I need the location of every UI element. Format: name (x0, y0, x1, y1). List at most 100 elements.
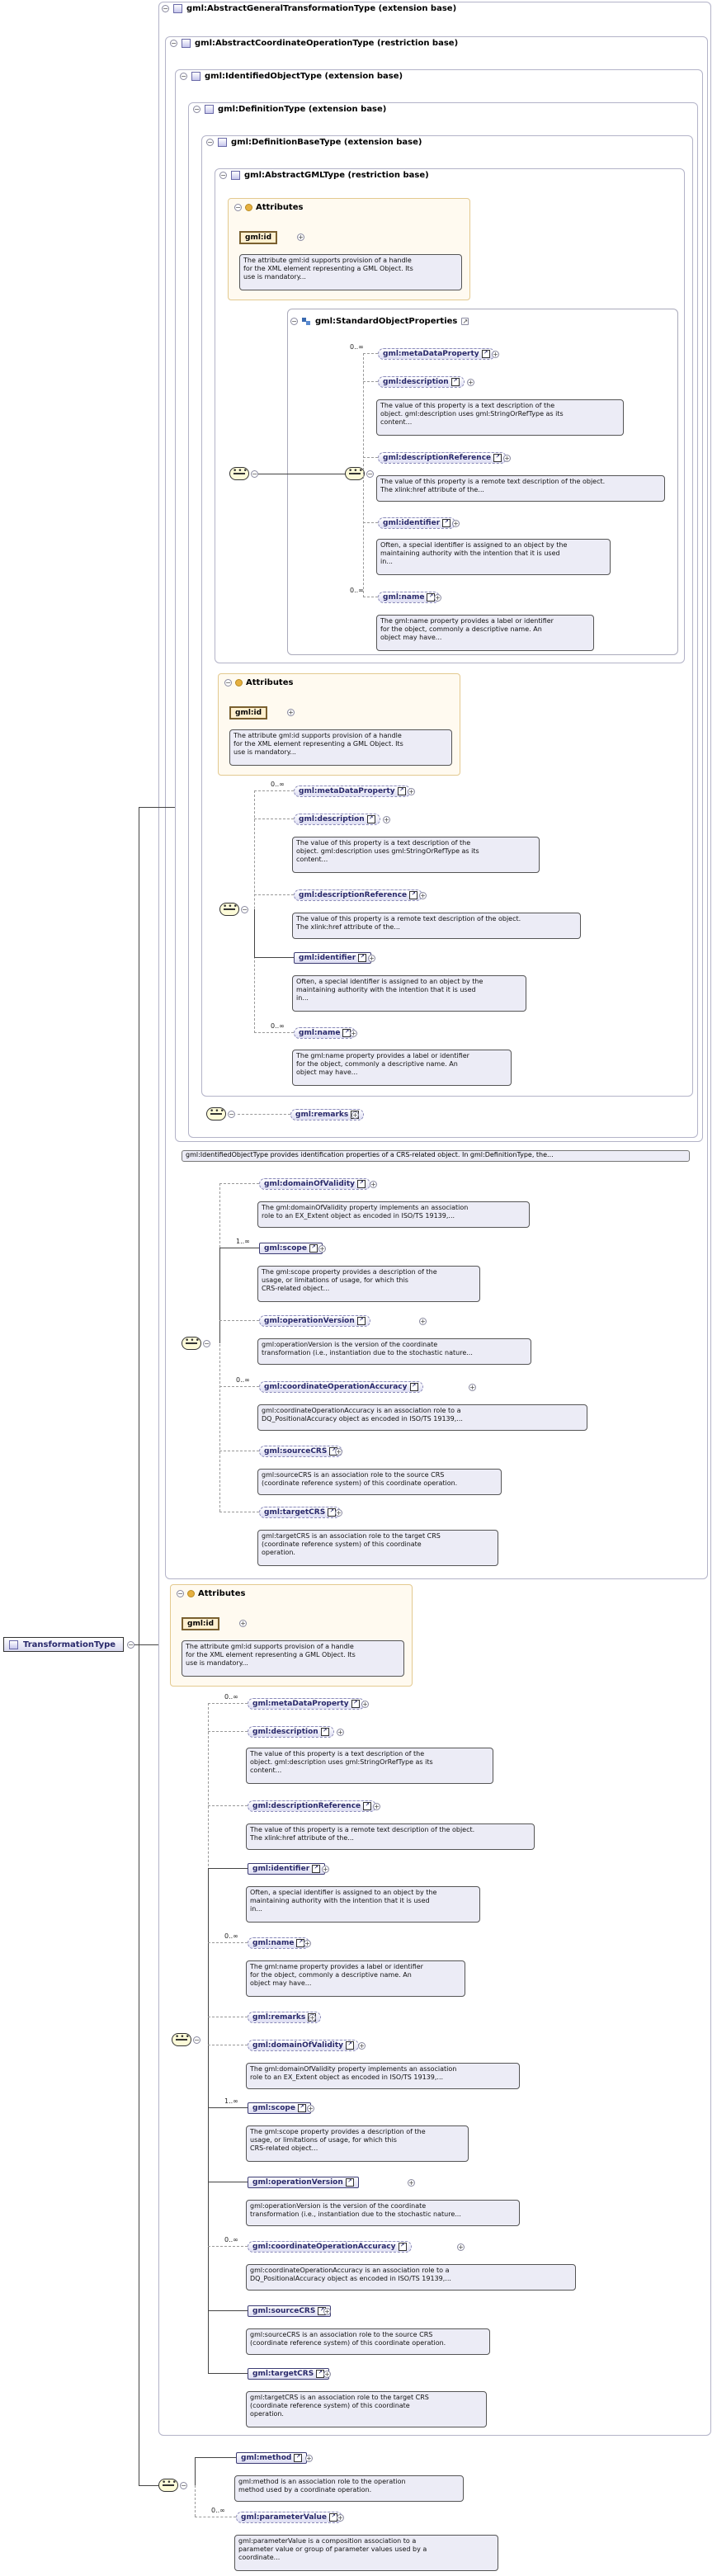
element-scope[interactable]: gml:scope↗ (248, 2102, 311, 2114)
collapse-icon[interactable]: − (206, 139, 214, 146)
collapse-icon[interactable]: − (170, 40, 177, 47)
sequence-compositor-icon[interactable] (229, 467, 249, 480)
element-coordinateoperationaccuracy[interactable]: gml:coordinateOperationAccuracy↗ (259, 1381, 423, 1393)
collapse-icon[interactable]: − (366, 470, 374, 478)
expand-icon[interactable]: + (370, 1181, 377, 1188)
expand-icon[interactable]: + (287, 709, 295, 716)
expand-icon[interactable]: + (337, 2514, 344, 2522)
expand-icon[interactable]: + (383, 816, 390, 823)
element-identifier[interactable]: gml:identifier↗ (378, 517, 456, 529)
gml-id-attribute[interactable]: gml:id (239, 231, 278, 244)
element-descriptionreference[interactable]: gml:descriptionReference↗ (378, 452, 507, 464)
element-coordinateoperationaccuracy[interactable]: gml:coordinateOperationAccuracy↗ (248, 2241, 412, 2253)
element-method[interactable]: gml:method↗ (236, 2452, 308, 2464)
element-descriptionreference[interactable]: gml:descriptionReference↗ (294, 889, 423, 901)
header-abstract-gml[interactable]: −gml:AbstractGMLType (restriction base) (219, 171, 429, 180)
header-definition-base[interactable]: −gml:DefinitionBaseType (extension base) (206, 138, 422, 147)
expand-icon[interactable]: + (351, 1111, 359, 1119)
collapse-icon[interactable]: − (290, 318, 298, 325)
collapse-icon[interactable]: − (241, 906, 248, 913)
attributes-header[interactable]: −Attributes (234, 203, 304, 212)
element-description[interactable]: gml:description↗ (248, 1726, 334, 1738)
expand-icon[interactable]: + (358, 2042, 366, 2050)
expand-icon[interactable]: + (337, 1729, 344, 1736)
expand-icon[interactable]: + (323, 2371, 331, 2378)
root-transformationtype[interactable]: TransformationType (3, 1637, 124, 1652)
expand-icon[interactable]: + (503, 455, 511, 462)
collapse-icon[interactable]: − (162, 5, 169, 12)
expand-icon[interactable]: + (239, 1620, 247, 1627)
expand-icon[interactable]: + (373, 1803, 380, 1810)
element-metadataproperty[interactable]: gml:metaDataProperty↗ (378, 348, 495, 360)
header-abstract-coordinate-operation[interactable]: −gml:AbstractCoordinateOperationType (re… (170, 39, 459, 48)
element-identifier[interactable]: gml:identifier↗ (294, 952, 372, 964)
element-parametervalue[interactable]: gml:parameterValue↗ (236, 2512, 343, 2523)
expand-icon[interactable]: + (307, 2105, 314, 2112)
expand-icon[interactable]: + (408, 2179, 415, 2187)
element-operationversion[interactable]: gml:operationVersion↗ (259, 1315, 370, 1327)
collapse-icon[interactable]: − (219, 172, 227, 179)
element-metadataproperty[interactable]: gml:metaDataProperty↗ (248, 1698, 365, 1710)
collapse-icon[interactable]: − (203, 1340, 210, 1347)
attributes-header[interactable]: −Attributes (177, 1589, 246, 1598)
header-abstract-general-transformation[interactable]: −gml:AbstractGeneralTransformationType (… (162, 4, 457, 13)
sequence-compositor-icon[interactable] (182, 1337, 201, 1350)
element-domainofvalidity[interactable]: gml:domainOfValidity↗ (248, 2040, 360, 2051)
element-name[interactable]: gml:name↗ (294, 1027, 356, 1039)
expand-icon[interactable]: + (297, 234, 304, 241)
sequence-compositor-icon[interactable] (172, 2033, 191, 2046)
collapse-icon[interactable]: − (228, 1111, 235, 1118)
gml-id-attribute[interactable]: gml:id (229, 706, 268, 719)
expand-icon[interactable]: + (305, 2455, 313, 2462)
header-definition[interactable]: −gml:DefinitionType (extension base) (193, 105, 387, 114)
sequence-compositor-icon[interactable] (158, 2479, 178, 2492)
expand-icon[interactable]: + (419, 1318, 427, 1325)
expand-icon[interactable]: + (434, 594, 441, 602)
sequence-compositor-icon[interactable] (206, 1107, 226, 1121)
expand-icon[interactable]: + (419, 892, 427, 899)
element-description[interactable]: gml:description↗ (378, 376, 465, 388)
collapse-icon[interactable]: − (224, 679, 232, 686)
expand-icon[interactable]: + (408, 788, 415, 795)
element-targetcrs[interactable]: gml:targetCRS↗ (248, 2368, 330, 2380)
group-header[interactable]: −gml:StandardObjectProperties↗ (290, 317, 469, 326)
expand-icon[interactable]: + (452, 520, 460, 527)
expand-icon[interactable]: + (361, 1701, 369, 1708)
element-scope[interactable]: gml:scope↗ (259, 1243, 323, 1254)
element-targetcrs[interactable]: gml:targetCRS↗ (259, 1507, 342, 1518)
collapse-icon[interactable]: − (193, 2036, 200, 2044)
element-descriptionreference[interactable]: gml:descriptionReference↗ (248, 1800, 377, 1812)
collapse-icon[interactable]: − (180, 73, 187, 80)
collapse-icon[interactable]: − (193, 106, 200, 113)
expand-icon[interactable]: + (318, 1245, 326, 1253)
header-identified-object[interactable]: −gml:IdentifiedObjectType (extension bas… (180, 72, 403, 81)
attributes-header[interactable]: −Attributes (224, 678, 294, 687)
element-name[interactable]: gml:name↗ (248, 1937, 310, 1949)
expand-icon[interactable]: + (492, 351, 499, 358)
collapse-icon[interactable]: − (177, 1590, 184, 1597)
sequence-compositor-icon[interactable] (345, 467, 365, 480)
expand-icon[interactable]: + (335, 1448, 342, 1455)
expand-icon[interactable]: + (350, 1030, 357, 1037)
expand-icon[interactable]: + (323, 2308, 331, 2315)
collapse-icon[interactable]: − (127, 1641, 134, 1649)
expand-icon[interactable]: + (304, 1940, 311, 1947)
element-operationversion[interactable]: gml:operationVersion↗ (248, 2177, 359, 2188)
element-domainofvalidity[interactable]: gml:domainOfValidity↗ (259, 1178, 371, 1190)
element-description[interactable]: gml:description↗ (294, 814, 380, 825)
collapse-icon[interactable]: − (234, 204, 242, 211)
expand-icon[interactable]: + (335, 1509, 342, 1517)
element-name[interactable]: gml:name↗ (378, 592, 441, 603)
collapse-icon[interactable]: − (180, 2482, 187, 2489)
sequence-compositor-icon[interactable] (219, 903, 239, 916)
element-sourcecrs[interactable]: gml:sourceCRS↗ (259, 1446, 343, 1457)
expand-icon[interactable]: + (309, 2014, 316, 2022)
expand-icon[interactable]: + (469, 1384, 476, 1391)
expand-icon[interactable]: + (467, 379, 474, 386)
element-metadataproperty[interactable]: gml:metaDataProperty↗ (294, 786, 411, 797)
expand-icon[interactable]: + (457, 2243, 465, 2251)
expand-icon[interactable]: + (368, 955, 375, 962)
element-sourcecrs[interactable]: gml:sourceCRS↗ (248, 2305, 332, 2317)
expand-icon[interactable]: + (322, 1866, 329, 1873)
collapse-icon[interactable]: − (251, 470, 258, 478)
